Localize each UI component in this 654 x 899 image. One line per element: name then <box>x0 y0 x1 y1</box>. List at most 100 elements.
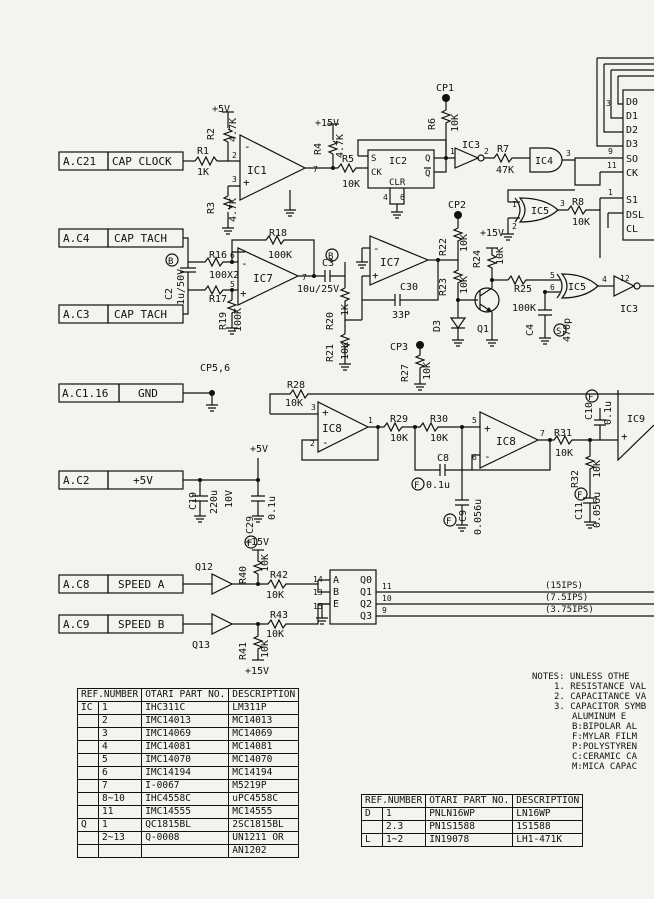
svg-text:Q: Q <box>425 169 430 179</box>
svg-text:2: 2 <box>232 151 237 160</box>
notes-line: B:BIPOLAR AL <box>572 722 638 732</box>
svg-text:A.C4: A.C4 <box>63 232 90 245</box>
ic8b-opamp <box>479 411 540 469</box>
svg-text:C29: C29 <box>245 516 256 534</box>
svg-text:R41: R41 <box>238 642 249 660</box>
svg-text:+15V: +15V <box>245 537 269 548</box>
svg-text:IC5: IC5 <box>568 282 586 293</box>
svg-text:Q1: Q1 <box>477 324 489 335</box>
gnd-section: CP5,6 <box>183 363 230 412</box>
table-cell: 11 <box>97 805 143 819</box>
svg-text:+: + <box>240 287 247 300</box>
svg-text:C3: C3 <box>322 258 334 269</box>
svg-text:1K: 1K <box>197 167 209 178</box>
svg-text:-: - <box>322 436 329 449</box>
svg-text:R25: R25 <box>514 284 532 295</box>
svg-text:IC5: IC5 <box>531 206 549 217</box>
svg-text:2: 2 <box>310 439 315 448</box>
svg-text:C2: C2 <box>164 288 175 300</box>
svg-text:SPEED A: SPEED A <box>118 578 165 591</box>
q1-transistor <box>474 287 500 313</box>
svg-text:6: 6 <box>400 193 405 202</box>
table-cell: 2 <box>97 714 143 728</box>
notes-line: P:POLYSTYREN <box>572 742 638 752</box>
svg-text:10K: 10K <box>459 276 470 294</box>
svg-text:SO: SO <box>626 154 638 165</box>
svg-text:R21: R21 <box>325 344 336 362</box>
svg-text:0.1u: 0.1u <box>267 496 278 520</box>
svg-text:SPEED B: SPEED B <box>118 618 165 631</box>
svg-text:-: - <box>373 242 380 255</box>
svg-text:14: 14 <box>313 575 323 584</box>
table-cell: IMC14081 <box>141 740 230 754</box>
table-cell: 1~2 <box>381 833 427 847</box>
svg-text:CL: CL <box>626 224 638 235</box>
svg-text:F: F <box>577 491 582 501</box>
table-cell: IMC14013 <box>141 714 230 728</box>
svg-text:3: 3 <box>311 403 316 412</box>
svg-text:10K: 10K <box>266 629 284 640</box>
svg-text:100K: 100K <box>233 308 244 332</box>
ic1-opamp <box>239 134 307 201</box>
svg-text:R7: R7 <box>497 144 509 155</box>
table-cell <box>77 753 99 767</box>
svg-text:R8: R8 <box>572 197 584 208</box>
svg-text:(3.75IPS): (3.75IPS) <box>545 605 594 615</box>
svg-text:4: 4 <box>602 275 607 284</box>
svg-text:10K: 10K <box>555 448 573 459</box>
svg-text:5: 5 <box>550 271 555 280</box>
svg-text:R32: R32 <box>570 470 581 488</box>
ic3-inverter <box>454 147 480 169</box>
table-cell: MC14070 <box>228 753 300 767</box>
svg-text:(15IPS): (15IPS) <box>545 581 583 591</box>
svg-text:F: F <box>446 517 451 527</box>
table-cell: Q-0008 <box>141 831 230 845</box>
ic11-decoder <box>329 569 377 625</box>
svg-text:R5: R5 <box>342 154 354 165</box>
svg-text:R27: R27 <box>400 364 411 382</box>
connector-ac9: A.C9 SPEED B <box>58 614 184 634</box>
svg-text:R19: R19 <box>218 312 229 330</box>
table-header-row: REF.NUMBER OTARI PART NO. DESCRIPTION <box>360 794 584 808</box>
svg-text:C30: C30 <box>400 282 418 293</box>
table-cell: IHC4558C <box>141 792 230 806</box>
svg-text:IC1: IC1 <box>247 164 267 177</box>
table-header-row: REF.NUMBER OTARI PART NO. DESCRIPTION <box>76 688 300 702</box>
svg-text:0.1u: 0.1u <box>603 401 614 425</box>
svg-text:CP1: CP1 <box>436 83 454 94</box>
svg-text:Q1: Q1 <box>360 587 372 598</box>
table-cell: 2SC1815BL <box>228 818 300 832</box>
notes-title: NOTES: UNLESS OTHE <box>532 672 630 682</box>
table-cell <box>97 844 143 858</box>
svg-text:IC4: IC4 <box>535 156 553 167</box>
table-cell <box>77 844 99 858</box>
svg-text:B: B <box>328 252 333 262</box>
table-cell: 5 <box>97 753 143 767</box>
svg-text:R3: R3 <box>206 202 217 214</box>
svg-text:C11: C11 <box>574 502 585 520</box>
notes-line: 1. RESISTANCE VAL <box>554 682 647 692</box>
svg-text:IC2: IC2 <box>389 156 407 167</box>
svg-text:47K: 47K <box>496 165 514 176</box>
svg-text:Q: Q <box>425 154 430 164</box>
svg-text:1u/50V: 1u/50V <box>176 269 187 305</box>
svg-text:A.C9: A.C9 <box>63 618 90 631</box>
svg-text:D3: D3 <box>626 139 638 150</box>
table-cell: UN1211 OR <box>228 831 300 845</box>
svg-text:R43: R43 <box>270 610 288 621</box>
svg-text:0.056u: 0.056u <box>592 492 603 528</box>
table-cell <box>77 740 99 754</box>
ic8-section: CP3 R27 10K R28 10K IC8 + - 3 2 1 R29 10… <box>269 341 654 535</box>
svg-text:5: 5 <box>230 280 235 289</box>
svg-text:7: 7 <box>302 273 307 282</box>
svg-text:R28: R28 <box>287 380 305 391</box>
svg-text:IC3: IC3 <box>462 140 480 151</box>
